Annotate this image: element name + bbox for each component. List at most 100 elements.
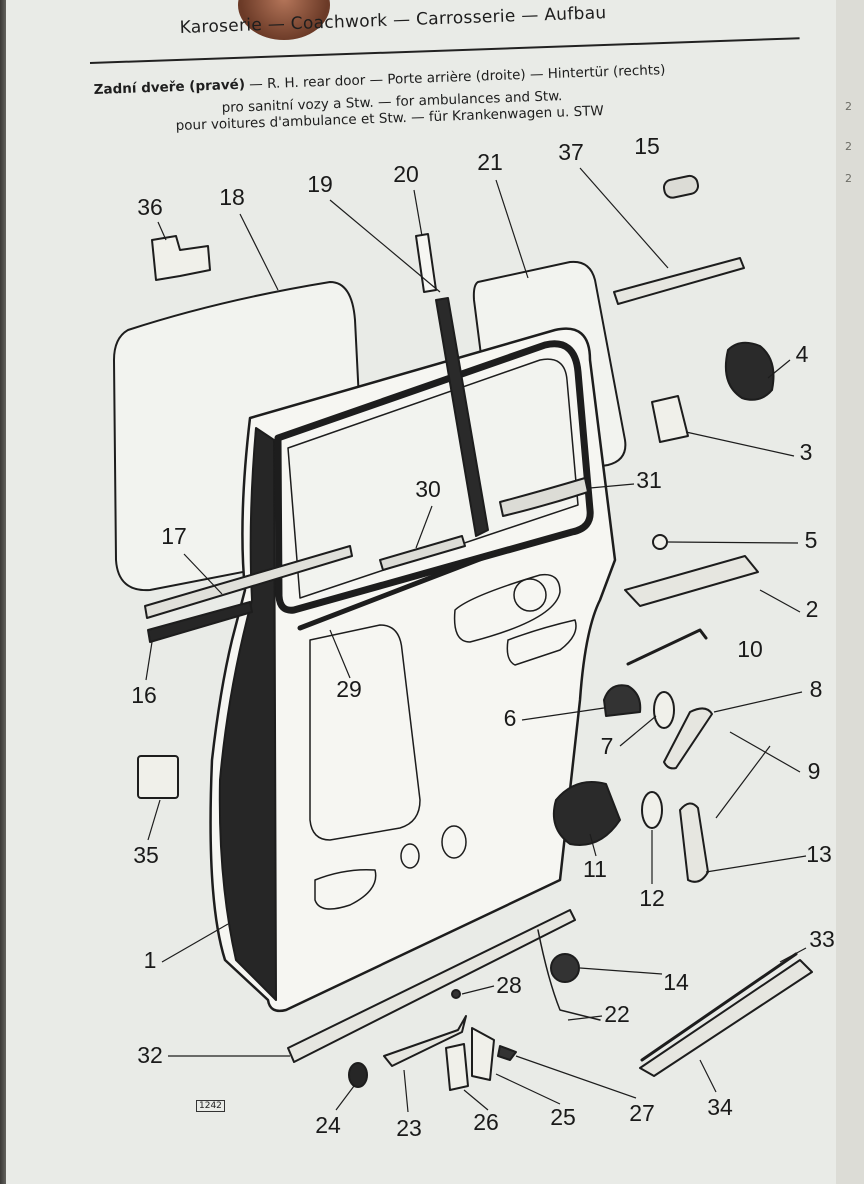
leader-17 xyxy=(183,553,223,595)
part-20-channel xyxy=(415,233,437,293)
leader-25 xyxy=(495,1073,561,1105)
leader-29 xyxy=(329,629,351,679)
part-31-inner-handle xyxy=(499,477,589,517)
part-30-trim-strip xyxy=(379,535,466,571)
part-8-inner-handle xyxy=(663,707,713,770)
callout-6: 6 xyxy=(504,705,517,731)
leader-3 xyxy=(685,431,795,457)
leader-9 xyxy=(715,731,801,819)
part-12-washer xyxy=(641,791,663,829)
part-35-hinge xyxy=(137,755,179,799)
callout-9: 9 xyxy=(808,758,821,784)
callout-21: 21 xyxy=(477,149,503,175)
callout-18: 18 xyxy=(219,184,245,210)
next-page-edge xyxy=(836,0,864,1184)
leader-20 xyxy=(413,189,423,237)
part-14-gear xyxy=(550,953,580,983)
callout-33: 33 xyxy=(809,926,835,952)
leader-27 xyxy=(515,1055,637,1099)
leader-36 xyxy=(157,221,167,241)
callout-1: 1 xyxy=(144,947,157,973)
leader-13 xyxy=(705,855,807,873)
callout-19: 19 xyxy=(307,171,333,197)
edge-fragment: 2 xyxy=(845,140,852,153)
callout-36: 36 xyxy=(137,194,163,220)
inner-panel-recess xyxy=(309,624,421,841)
leader-23 xyxy=(403,1069,409,1113)
part-32-sill-strip xyxy=(287,909,576,1063)
leader-18 xyxy=(239,213,279,291)
part-4-lock xyxy=(724,341,775,401)
leader-37 xyxy=(579,167,669,269)
edge-fragment: 2 xyxy=(845,172,852,185)
part-28-screw xyxy=(451,989,461,999)
part-37-strip xyxy=(613,257,745,305)
callout-34: 34 xyxy=(707,1094,733,1120)
callout-13: 13 xyxy=(806,841,832,867)
part-16-strip xyxy=(147,601,253,643)
callout-3: 3 xyxy=(800,439,813,465)
callout-35: 35 xyxy=(133,842,159,868)
callout-26: 26 xyxy=(473,1109,499,1135)
callout-27: 27 xyxy=(629,1100,655,1126)
part-27-clip xyxy=(497,1045,517,1061)
callout-28: 28 xyxy=(496,972,522,998)
leader-24 xyxy=(335,1085,355,1111)
callout-2: 2 xyxy=(806,596,819,622)
part-11-regulator xyxy=(552,781,621,846)
callout-7: 7 xyxy=(601,733,614,759)
leader-16 xyxy=(145,641,153,681)
leader-5 xyxy=(667,541,799,544)
callout-14: 14 xyxy=(663,969,689,995)
part-24-washer xyxy=(348,1062,368,1088)
part-29-belt-strip xyxy=(297,552,493,631)
leader-22 xyxy=(567,1015,603,1021)
leader-33 xyxy=(779,947,807,963)
part-36-hinge xyxy=(151,235,211,281)
callout-25: 25 xyxy=(550,1104,576,1130)
leader-26 xyxy=(463,1089,489,1111)
leader-21 xyxy=(495,179,529,279)
leader-35 xyxy=(147,799,161,841)
window-frame xyxy=(274,340,594,614)
part-22-cable xyxy=(537,929,601,1021)
callout-4: 4 xyxy=(796,341,809,367)
callout-32: 32 xyxy=(137,1042,163,1068)
part-34-strip xyxy=(639,959,813,1077)
part-6-gear xyxy=(603,684,642,717)
leader-28 xyxy=(461,985,495,995)
part-19-division-bar xyxy=(435,297,489,537)
leader-19 xyxy=(329,199,441,293)
callout-37: 37 xyxy=(558,139,584,165)
leader-4 xyxy=(767,359,791,379)
part-7-washer xyxy=(653,691,675,729)
callout-12: 12 xyxy=(639,885,665,911)
plate-number: 1242 xyxy=(196,1100,225,1112)
leader-7 xyxy=(619,715,657,747)
part-26-plate xyxy=(445,1043,469,1091)
leader-14 xyxy=(579,967,663,975)
part-5-grommet xyxy=(652,534,668,550)
edge-fragment: 2 xyxy=(845,100,852,113)
leader-34 xyxy=(699,1059,717,1093)
callout-8: 8 xyxy=(810,676,823,702)
part-25-clip xyxy=(471,1027,495,1081)
part-10-rod xyxy=(626,628,708,666)
callout-17: 17 xyxy=(161,523,187,549)
part-2-lock-mechanism xyxy=(624,555,759,607)
callout-15: 15 xyxy=(634,133,660,159)
leader-30 xyxy=(415,505,433,549)
callout-11: 11 xyxy=(583,856,607,882)
leader-11 xyxy=(589,833,597,857)
part-15-buffer xyxy=(662,174,699,199)
callout-24: 24 xyxy=(315,1112,341,1138)
callout-22: 22 xyxy=(604,1001,630,1027)
leader-8 xyxy=(713,691,803,713)
callout-31: 31 xyxy=(636,467,662,493)
part-3-plate xyxy=(651,395,689,443)
callout-30: 30 xyxy=(415,476,441,502)
callout-20: 20 xyxy=(393,161,419,187)
callout-23: 23 xyxy=(396,1115,422,1141)
